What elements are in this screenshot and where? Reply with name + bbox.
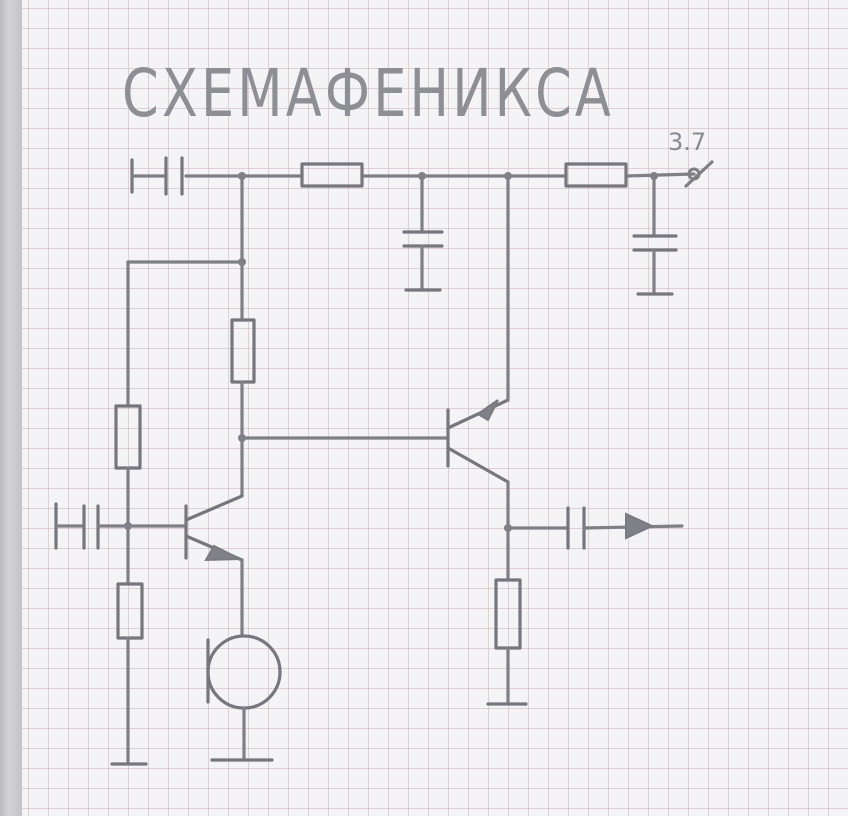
schematic-title: СХЕМАФЕНИКСА (122, 55, 614, 132)
output-arrow-icon (625, 512, 655, 540)
filter-capacitor-c2 (402, 174, 444, 292)
input-capacitor-top (130, 156, 184, 196)
resistor-r3 (230, 318, 256, 384)
resistor-r1 (300, 162, 364, 188)
transistor-q1 (184, 494, 244, 562)
transistor-q2 (446, 398, 510, 484)
resistor-r2 (564, 162, 628, 188)
filter-capacitor-c3 (632, 174, 678, 296)
supply-rail (184, 172, 696, 178)
output-capacitor (506, 506, 684, 550)
graph-paper-sheet (22, 0, 848, 816)
junction-dot (124, 522, 132, 530)
resistor-r6 (494, 578, 522, 650)
microphone-icon (206, 634, 282, 710)
resistor-r5 (116, 582, 144, 640)
resistor-r4 (114, 404, 142, 470)
input-capacitor-left (54, 502, 188, 550)
supply-voltage-label: 3.7 (668, 128, 706, 156)
